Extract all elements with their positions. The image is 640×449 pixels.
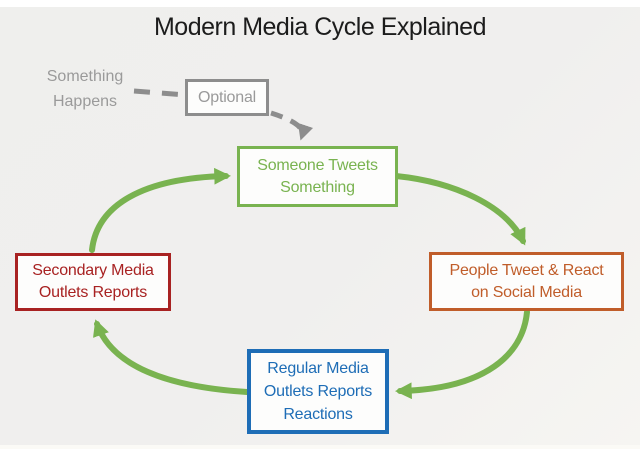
regular-media-line1: Regular Media bbox=[267, 360, 369, 377]
people-react-box: People Tweet & React on Social Media bbox=[429, 252, 624, 311]
optional-box: Optional bbox=[185, 79, 269, 116]
trigger-label: Something Happens bbox=[30, 64, 140, 114]
trigger-label-line2: Happens bbox=[52, 93, 118, 110]
someone-tweets-line2: Something bbox=[280, 178, 355, 196]
trigger-label-line1: Something bbox=[46, 68, 124, 85]
someone-tweets-box: Someone Tweets Something bbox=[237, 146, 398, 207]
regular-media-line2: Outlets Reports bbox=[263, 383, 373, 400]
people-react-line1: People Tweet & React bbox=[449, 261, 604, 279]
arrow-tweet-to-react bbox=[393, 173, 526, 246]
optional-box-label: Optional bbox=[198, 88, 256, 106]
secondary-media-line2: Outlets Reports bbox=[38, 284, 148, 301]
someone-tweets-line1: Someone Tweets bbox=[257, 156, 378, 174]
secondary-media-box: Secondary Media Outlets Reports bbox=[15, 253, 171, 311]
dashed-line-trigger-to-optional bbox=[133, 88, 187, 98]
dashed-arrow-optional-to-tweet bbox=[270, 110, 314, 141]
regular-media-line3: Reactions bbox=[283, 406, 353, 423]
regular-media-box: Regular Media Outlets Reports Reactions bbox=[247, 349, 389, 434]
page-title: Modern Media Cycle Explained bbox=[153, 13, 487, 41]
arrow-react-to-regular bbox=[394, 309, 530, 400]
secondary-media-line1: Secondary Media bbox=[32, 262, 154, 279]
arrow-secondary-to-tweet bbox=[89, 167, 232, 253]
arrow-regular-to-secondary bbox=[93, 319, 250, 395]
people-react-line2: on Social Media bbox=[471, 283, 582, 301]
